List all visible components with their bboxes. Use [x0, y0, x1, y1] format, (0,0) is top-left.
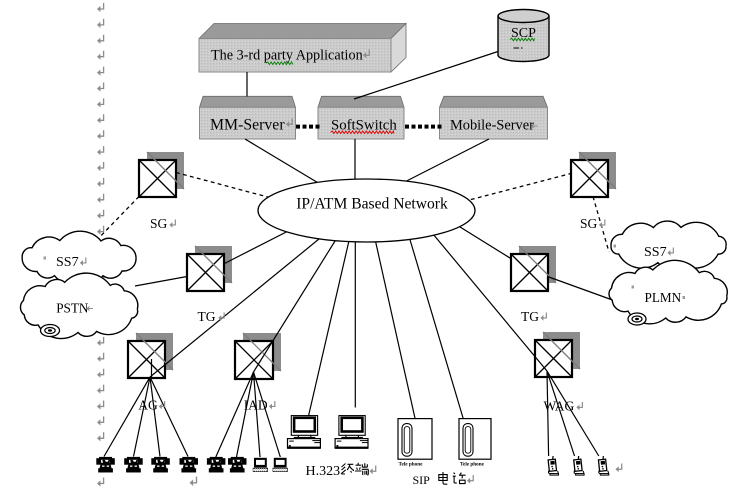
svg-text:IAD: IAD [244, 398, 268, 413]
svg-text:PLMN: PLMN [645, 290, 682, 305]
svg-text:IP/ATM Based Network: IP/ATM Based Network [296, 195, 448, 212]
svg-text:SoftSwitch: SoftSwitch [331, 118, 397, 134]
svg-text:SIP: SIP [413, 473, 431, 487]
svg-text:The 3-rd party Application: The 3-rd party Application [211, 48, 363, 64]
svg-text:AG: AG [138, 398, 158, 413]
svg-text:PSTN: PSTN [56, 301, 89, 316]
svg-text:Tele phone: Tele phone [399, 461, 424, 467]
svg-text:TG: TG [521, 309, 539, 324]
svg-text:TG: TG [198, 309, 216, 324]
svg-text:SG: SG [150, 216, 168, 231]
svg-text:Mobile-Server: Mobile-Server [450, 118, 534, 134]
svg-text:SCP: SCP [511, 26, 536, 41]
svg-text:Tele phone: Tele phone [460, 461, 485, 467]
svg-text:WAG: WAG [544, 399, 575, 414]
svg-text:SS7: SS7 [56, 255, 79, 270]
svg-text:SS7: SS7 [644, 245, 667, 260]
svg-text:MM-Server: MM-Server [210, 117, 285, 134]
svg-text:SG: SG [580, 216, 598, 231]
svg-text:H.323: H.323 [306, 464, 341, 479]
